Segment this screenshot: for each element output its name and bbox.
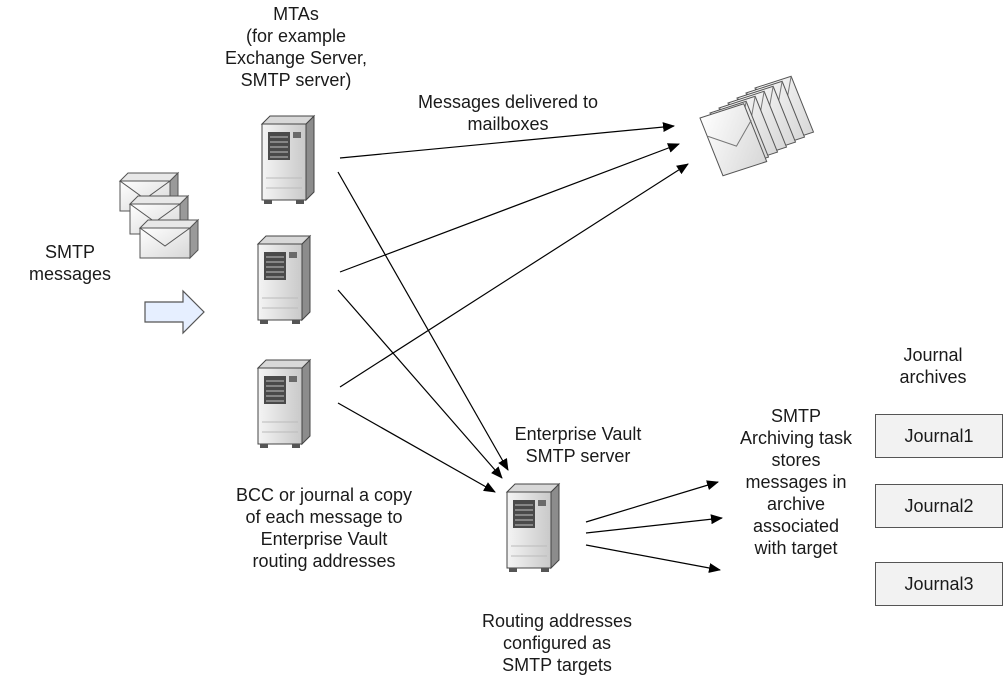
- journal-archives-label: Journal archives: [899, 345, 967, 387]
- bcc-journal-label: BCC or journal a copy of each message to…: [235, 485, 413, 571]
- arrow-ev-to-journal2: [585, 514, 723, 534]
- arrow-ev-to-journal1: [585, 480, 719, 523]
- arrow-mta1-to-mailboxes: [339, 122, 675, 159]
- mta-server-3-icon: [257, 359, 311, 449]
- journal2-archive: Journal2: [875, 484, 1003, 528]
- ev-smtp-server-label: Enterprise Vault SMTP server: [514, 424, 642, 466]
- arrow-mta1-to-ev: [337, 171, 509, 471]
- mtas-label: MTAs (for example Exchange Server, SMTP …: [224, 4, 368, 90]
- mailboxes-envelopes-icon: [699, 74, 814, 177]
- journal1-archive: Journal1: [875, 414, 1003, 458]
- smtp-messages-label: SMTP messages: [28, 242, 112, 284]
- flow-arrows: [337, 122, 723, 573]
- mta-server-1-icon: [261, 115, 315, 205]
- arrow-mta2-to-mailboxes: [339, 143, 680, 273]
- incoming-arrow-icon: [144, 289, 205, 335]
- routing-addresses-label: Routing addresses configured as SMTP tar…: [481, 611, 633, 675]
- messages-delivered-label: Messages delivered to mailboxes: [417, 92, 599, 134]
- mta-server-2-icon: [257, 235, 311, 325]
- arrow-mta3-to-ev: [337, 402, 496, 493]
- arrow-mta2-to-ev: [337, 289, 503, 479]
- arrow-mta3-to-mailboxes: [339, 163, 689, 388]
- arrow-ev-to-journal3: [585, 544, 721, 573]
- archiving-task-label: SMTP Archiving task stores messages in a…: [739, 406, 853, 558]
- ev-smtp-server-icon: [506, 483, 560, 573]
- journal3-archive: Journal3: [875, 562, 1003, 606]
- smtp-messages-envelope-3-icon: [139, 219, 199, 259]
